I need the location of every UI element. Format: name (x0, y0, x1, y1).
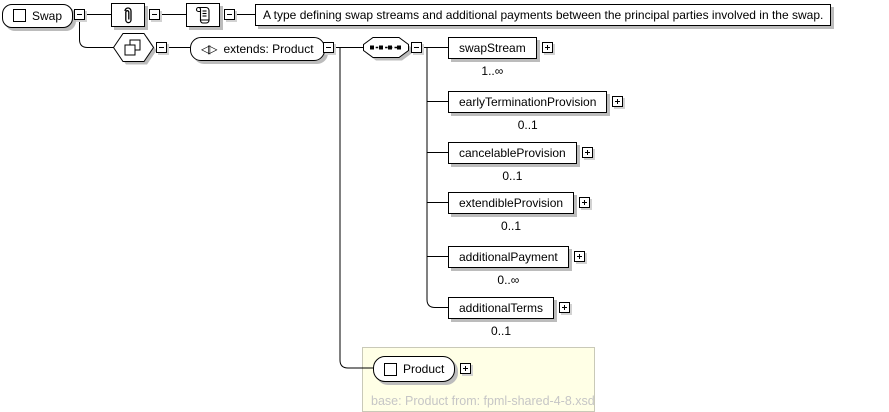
element-row-extendibleprovision: extendibleProvision 0..1 (448, 191, 591, 233)
element-row-cancelableprovision: cancelableProvision 0..1 (448, 141, 593, 183)
occurrence-label: 0..∞ (497, 272, 520, 287)
element-name: extendibleProvision (459, 195, 564, 210)
extension-label: extends: Product (223, 41, 314, 56)
derivation-squares-icon (124, 39, 141, 56)
occurrence-label: 0..1 (517, 117, 538, 132)
element-row-earlyterminationprovision: earlyTerminationProvision 0..1 (448, 90, 624, 132)
collapse-button[interactable] (323, 42, 334, 53)
element-name: additionalPayment (459, 249, 558, 264)
element-box[interactable]: extendibleProvision (448, 191, 591, 214)
element-name: cancelableProvision (459, 145, 566, 160)
occurrence-label: 1..∞ (481, 63, 504, 78)
collapse-button[interactable] (224, 9, 235, 20)
expand-button[interactable] (559, 301, 571, 313)
extension-box[interactable]: ◁▷ extends: Product (190, 36, 325, 61)
sequence-indicator[interactable] (363, 37, 413, 62)
annotation-scroll-icon (195, 6, 210, 24)
sequence-dots-icon (370, 45, 401, 50)
expand-button[interactable] (541, 41, 553, 53)
base-type-note: base: Product from: fpml-shared-4-8.xsd (371, 394, 595, 408)
collapse-button[interactable] (74, 9, 85, 20)
element-row-additionalterms: additionalTerms 0..1 (448, 296, 571, 338)
occurrence-label: 0..1 (502, 168, 523, 183)
element-row-additionalpayment: additionalPayment 0..∞ (448, 245, 585, 287)
base-type-element-product[interactable]: Product (373, 356, 472, 382)
occurrence-label: 0..1 (501, 218, 522, 233)
base-type-label: Product (403, 362, 445, 376)
expand-button[interactable] (612, 95, 624, 107)
attributes-box[interactable] (111, 2, 145, 27)
element-icon (384, 362, 397, 376)
expand-button[interactable] (581, 146, 593, 158)
paperclip-icon (124, 6, 132, 23)
collapse-button[interactable] (411, 42, 422, 53)
element-name: additionalTerms (459, 300, 544, 315)
collapse-button[interactable] (149, 9, 160, 20)
element-row-swapstream: swapStream 1..∞ (448, 36, 553, 78)
annotation-text-box: A type defining swap streams and additio… (255, 3, 832, 26)
expand-button[interactable] (579, 196, 591, 208)
element-box[interactable]: additionalTerms (448, 296, 571, 319)
collapse-button[interactable] (156, 42, 167, 53)
expand-button[interactable] (460, 363, 472, 374)
element-box[interactable]: earlyTerminationProvision (448, 90, 624, 113)
root-element-label: Swap (32, 8, 63, 23)
element-icon (13, 9, 26, 22)
extension-icon: ◁▷ (201, 41, 218, 56)
element-box[interactable]: cancelableProvision (448, 141, 593, 164)
element-name: swapStream (459, 40, 526, 55)
element-name: earlyTerminationProvision (459, 94, 597, 109)
root-element-swap[interactable]: Swap (2, 3, 74, 28)
occurrence-label: 0..1 (491, 323, 512, 338)
annotation-box[interactable] (186, 2, 220, 27)
expand-button[interactable] (573, 250, 585, 262)
complex-content-indicator[interactable] (113, 33, 157, 65)
element-box[interactable]: additionalPayment (448, 245, 585, 268)
element-box[interactable]: swapStream (448, 36, 553, 59)
